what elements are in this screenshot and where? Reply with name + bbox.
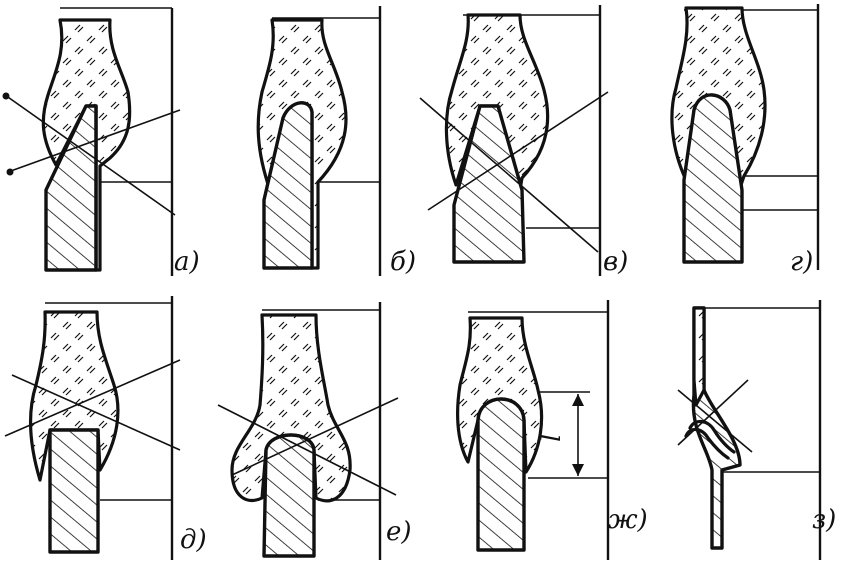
panel-label-e: е) xyxy=(386,517,412,547)
panel-label-zh: ж) xyxy=(608,505,648,535)
panel-e: е) xyxy=(217,302,412,560)
seal-ring xyxy=(684,427,730,460)
metal-insert xyxy=(262,433,316,558)
panel-label-d: д) xyxy=(180,525,207,555)
metal-insert xyxy=(262,101,314,270)
metal-insert xyxy=(44,104,98,272)
metal-insert xyxy=(452,104,526,264)
panel-label-v: в) xyxy=(603,247,628,277)
glass-bead xyxy=(41,18,132,272)
panel-label-z: з) xyxy=(812,505,836,535)
glass-bead xyxy=(692,306,706,407)
metal-insert xyxy=(682,93,744,264)
panel-a: а) xyxy=(2,7,200,277)
panel-label-g: г) xyxy=(790,247,813,277)
panel-label-a: а) xyxy=(174,247,200,277)
panel-d: д) xyxy=(4,296,207,560)
dimension-label-l: l xyxy=(537,434,567,442)
metal-insert xyxy=(476,397,526,552)
panel-zh: l ж) xyxy=(456,300,648,560)
panel-z: з) xyxy=(677,300,836,560)
seal-ring xyxy=(688,419,736,454)
panel-b: б) xyxy=(256,6,416,277)
metal-insert xyxy=(48,428,100,554)
panel-v: в) xyxy=(419,5,628,277)
panel-label-b: б) xyxy=(390,247,416,277)
panel-g: г) xyxy=(670,4,820,277)
